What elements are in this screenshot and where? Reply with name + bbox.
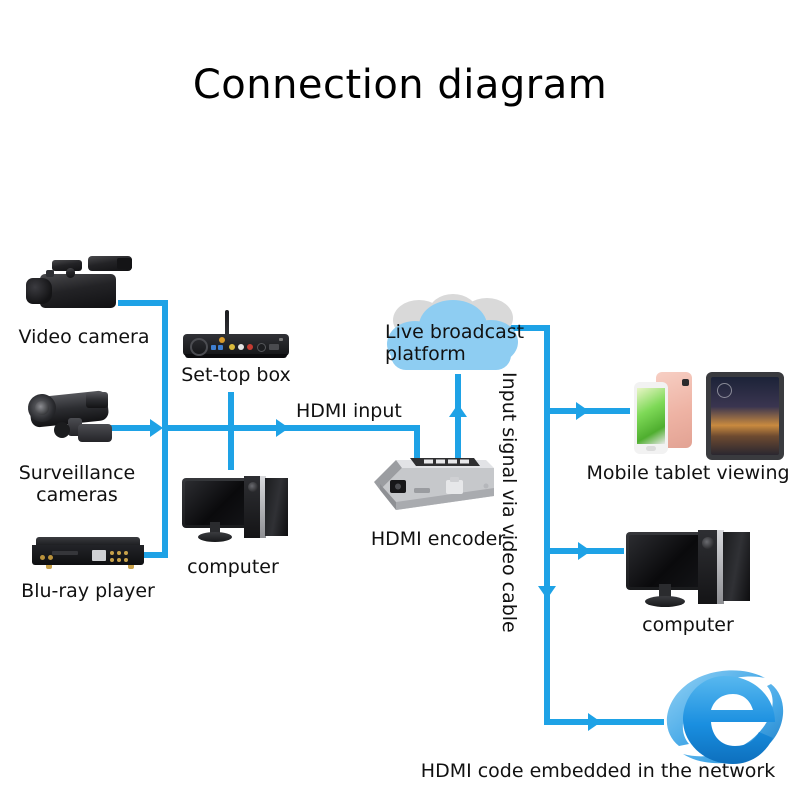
arrowhead-to-cloud — [449, 404, 467, 417]
wire-surveillance-to-trunk — [108, 425, 154, 431]
bluray-player-label: Blu-ray player — [21, 580, 155, 602]
arrowhead-surveillance — [150, 419, 163, 437]
cloud-label: Live broadcast platform — [385, 321, 525, 365]
computer-left-device — [182, 476, 288, 546]
wire-settopbox-stub — [228, 392, 234, 428]
surveillance-cameras-label: Surveillance cameras — [18, 462, 136, 507]
mobile-tablet-devices — [634, 372, 784, 462]
network-label: HDMI code embedded in the network — [420, 760, 776, 782]
set-top-box-label: Set-top box — [181, 364, 291, 386]
set-top-box-device — [183, 310, 289, 358]
mobile-tablet-label: Mobile tablet viewing — [586, 462, 790, 484]
arrowhead-bus-mid — [276, 419, 289, 437]
hdmi-encoder-device — [374, 450, 500, 520]
input-signal-label: Input signal via video cable — [498, 372, 520, 633]
wire-bus-to-encoder — [414, 425, 420, 473]
wire-hdmi-bus — [162, 425, 420, 431]
arrowhead-computer — [578, 542, 591, 560]
wire-cloud-to-trunk — [505, 325, 550, 331]
page-title: Connection diagram — [192, 62, 608, 108]
arrowhead-trunk-down — [538, 586, 556, 599]
arrowhead-mobile — [576, 402, 589, 420]
bluray-player-device — [32, 537, 144, 569]
internet-explorer-icon — [655, 660, 795, 775]
wire-trunk-upper — [162, 300, 168, 428]
wire-trunk-lower — [162, 428, 168, 558]
wire-camera-to-trunk — [118, 300, 168, 306]
arrowhead-network — [588, 713, 601, 731]
video-camera-label: Video camera — [18, 326, 150, 348]
computer-right-device — [626, 530, 750, 612]
wire-encoder-to-cloud — [455, 374, 461, 460]
surveillance-camera-device — [26, 388, 124, 450]
video-camera-device — [22, 250, 134, 314]
computer-left-label: computer — [187, 556, 279, 578]
hdmi-input-label: HDMI input — [296, 400, 402, 422]
wire-computer-stub — [228, 428, 234, 470]
live-broadcast-cloud: Live broadcast platform — [375, 292, 535, 392]
wire-to-network — [544, 719, 664, 725]
wire-right-trunk — [544, 325, 550, 725]
hdmi-encoder-label: HDMI encoder — [370, 528, 506, 550]
computer-right-label: computer — [642, 614, 734, 636]
